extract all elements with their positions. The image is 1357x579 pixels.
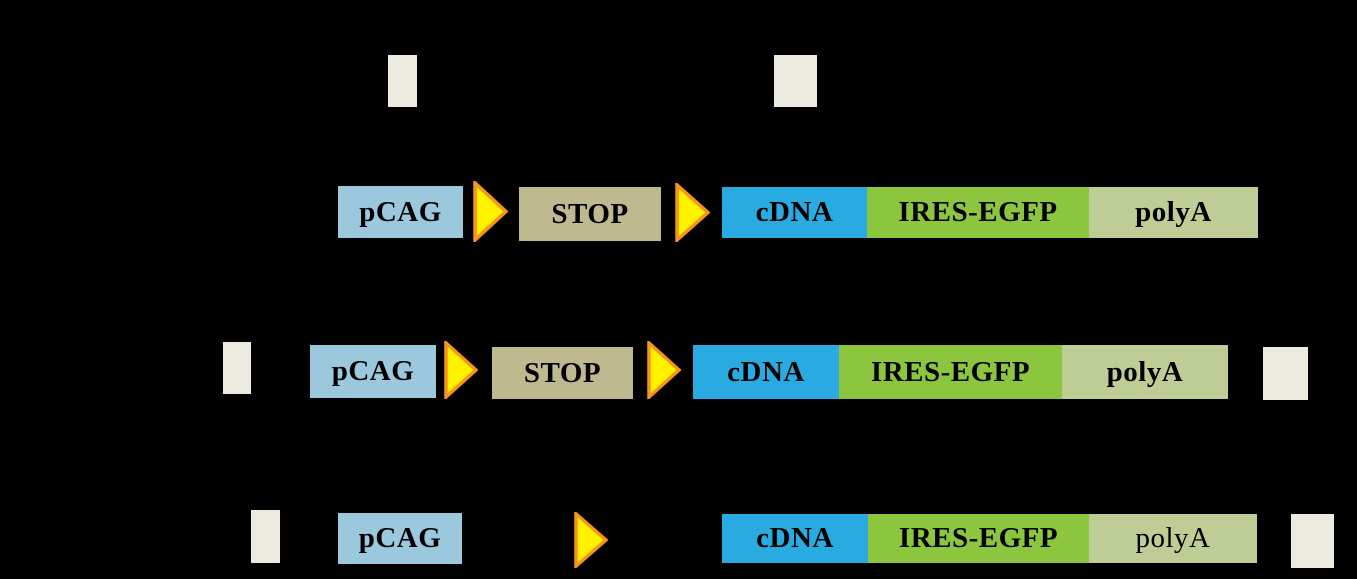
blank-marker-box [1291,514,1334,568]
blank-marker-box [223,342,251,394]
loxp-triangle-icon [574,512,608,568]
loxp-triangle-icon [647,341,681,399]
loxp-triangle-icon [473,181,508,242]
ires-egfp-box: IRES-EGFP [867,187,1089,238]
stop-cassette-box: STOP [492,347,633,399]
cdna-box: cDNA [722,187,867,238]
cdna-box: cDNA [722,514,868,563]
polya-box: polyA [1089,187,1258,238]
polya-box: polyA [1089,514,1257,563]
ires-egfp-box: IRES-EGFP [839,345,1062,399]
cdna-box: cDNA [693,345,839,399]
blank-marker-box [774,55,817,107]
blank-marker-box [1263,347,1308,400]
blank-marker-box [251,510,280,563]
blank-marker-box [388,55,417,107]
pcag-promoter-box: pCAG [338,186,463,238]
ires-egfp-box: IRES-EGFP [868,514,1089,563]
loxp-triangle-icon [444,341,478,399]
pcag-promoter-box: pCAG [338,513,462,564]
loxp-triangle-icon [675,183,710,242]
stop-cassette-box: STOP [519,187,661,241]
polya-box: polyA [1062,345,1228,399]
pcag-promoter-box: pCAG [310,345,436,398]
